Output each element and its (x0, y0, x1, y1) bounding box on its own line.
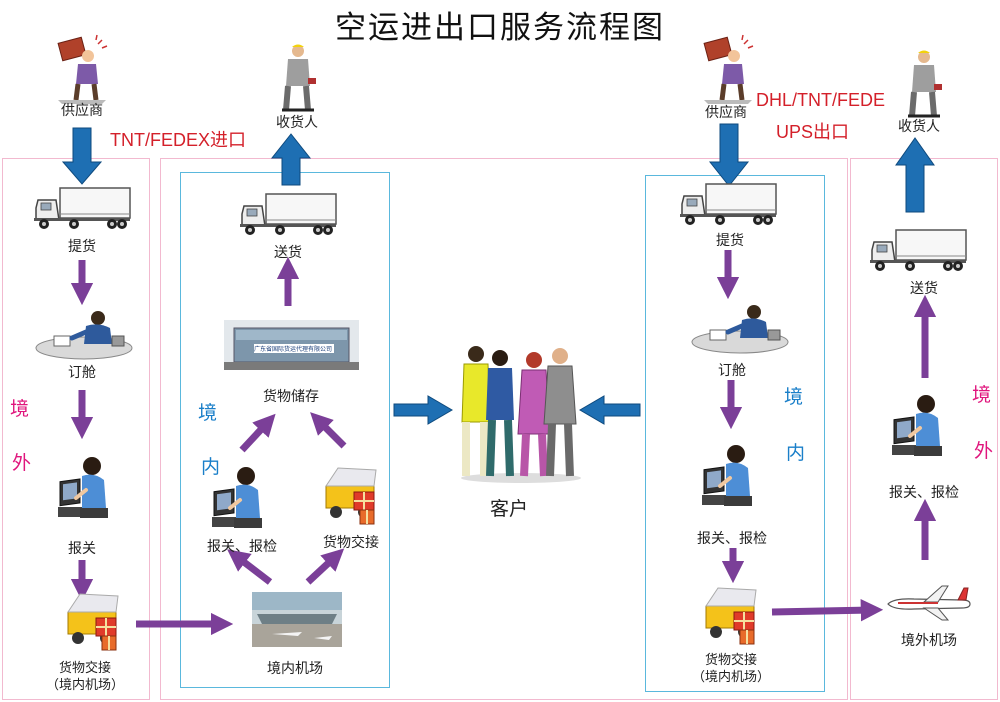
import-express-label: TNT/FEDEX进口 (110, 130, 247, 150)
supplier-porter-icon (52, 34, 112, 104)
domestic-airport-image (252, 592, 342, 647)
export-express-label-line1: DHL/TNT/FEDE (756, 90, 886, 110)
export-consignee-label: 收货人 (898, 119, 940, 135)
export-handover-sub: （境内机场） (691, 670, 770, 685)
import-handover-sub: （境内机场） (45, 678, 124, 693)
arrow-export-supplier-to-pickup (708, 123, 750, 187)
declaration-worker-icon (212, 462, 272, 532)
export-supplier-label: 供应商 (705, 105, 747, 121)
export-declaration-label: 报关、报检 (697, 531, 767, 547)
arrow-export-delivery-to-consignee (895, 137, 935, 213)
export-consignee-businessman-icon (904, 50, 944, 120)
export-overseas-zone-char2: 外 (974, 440, 994, 462)
import-domestic-zone-char1: 境 (198, 402, 218, 424)
export-handover-text: 货物交接 (704, 653, 757, 668)
import-customs-label: 报关 (68, 541, 96, 557)
building-sign-text: 广东省国际货运代理有限公司 (254, 346, 332, 353)
import-declaration-label: 报关、报检 (207, 539, 277, 555)
export-handover-label: 货物交接 （境内机场） (676, 652, 786, 686)
pickup-truck-icon (32, 186, 132, 231)
import-overseas-zone-char2: 外 (12, 452, 32, 474)
diagram-title: 空运进出口服务流程图 (335, 10, 665, 46)
arrow-import-to-customer (393, 395, 453, 425)
import-delivery-label: 送货 (274, 245, 302, 261)
central-zone-box (160, 158, 848, 700)
export-declaration-worker-icon (702, 440, 762, 510)
export-supplier-porter-icon (698, 34, 758, 104)
import-storage-label: 货物储存 (263, 389, 319, 405)
export-overseas-zone-char1: 境 (972, 384, 992, 406)
export-overseas-declaration-icon (892, 390, 952, 460)
consignee-businessman-icon (278, 44, 318, 114)
export-overseas-airport-label: 境外机场 (901, 633, 957, 649)
import-overseas-zone-char1: 境 (10, 398, 30, 420)
handover-truck-icon (58, 584, 128, 654)
import-handover-text: 货物交接 (58, 661, 111, 676)
customer-label: 客户 (490, 498, 529, 520)
export-handover-icon (696, 578, 766, 648)
arrow-airport-to-goods-handover (305, 548, 345, 585)
import-domestic-airport-label: 境内机场 (267, 661, 323, 677)
export-pickup-label: 提货 (716, 233, 744, 249)
import-supplier-label: 供应商 (61, 103, 103, 119)
export-delivery-truck-icon (868, 228, 968, 273)
import-pickup-label: 提货 (68, 239, 96, 255)
arrow-supplier-to-pickup (61, 127, 103, 185)
export-express-label-line2: UPS出口 (776, 122, 850, 142)
export-booking-label: 订舱 (718, 363, 746, 379)
delivery-truck-icon (238, 192, 338, 237)
customs-worker-icon (58, 452, 118, 522)
export-delivery-label: 送货 (910, 281, 938, 297)
arrow-export-handover-to-overseas-airport (771, 599, 884, 622)
import-consignee-label: 收货人 (276, 115, 318, 131)
arrow-goods-handover-to-storage (310, 412, 347, 449)
arrow-delivery-to-consignee (270, 133, 312, 186)
export-pickup-truck-icon (678, 182, 778, 227)
import-handover-label: 货物交接 （境内机场） (30, 660, 140, 694)
export-domestic-zone-char2: 内 (786, 442, 806, 464)
arrow-export-to-customer (579, 395, 641, 425)
export-overseas-declaration-label: 报关、报检 (889, 485, 959, 501)
booking-desk-icon (34, 306, 134, 361)
customers-group-image (456, 344, 586, 484)
import-booking-label: 订舱 (68, 365, 96, 381)
overseas-airplane-icon (884, 582, 974, 622)
goods-handover-icon (316, 458, 386, 528)
import-goods-handover-label: 货物交接 (323, 535, 379, 551)
export-booking-desk-icon (690, 300, 790, 355)
import-domestic-zone-char2: 内 (201, 456, 221, 478)
arrow-airport-to-declaration (227, 549, 273, 585)
arrow-declaration-to-storage (239, 413, 276, 453)
export-domestic-zone-char1: 境 (784, 386, 804, 408)
